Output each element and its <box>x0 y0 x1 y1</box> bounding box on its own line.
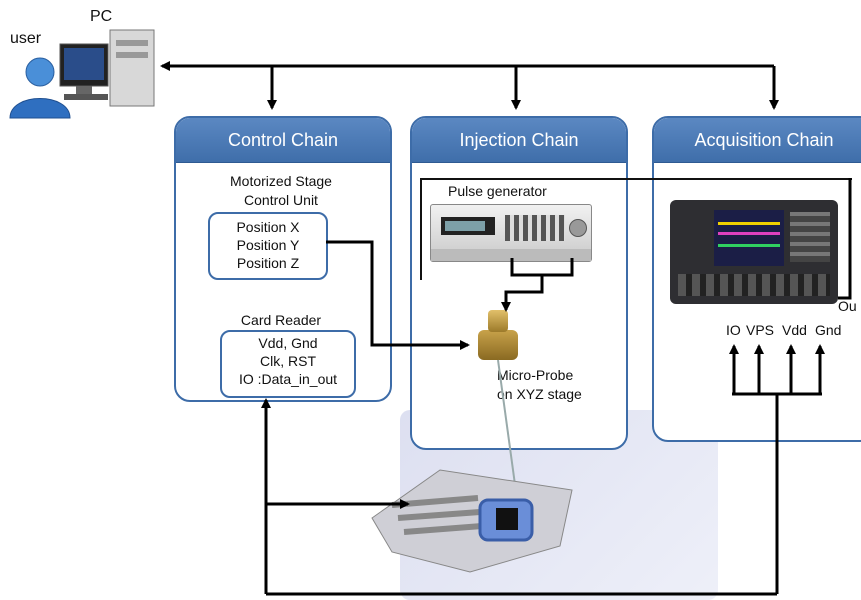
position-to-probe-line <box>326 240 470 350</box>
motorized-stage-label: Motorized Stage Control Unit <box>230 173 332 208</box>
card-line-io: IO :Data_in_out <box>238 371 338 387</box>
position-x: Position X <box>236 219 300 235</box>
card-line-clock: Clk, RST <box>260 353 316 369</box>
pin-vps-label: VPS <box>746 322 775 338</box>
chip-board <box>371 469 573 573</box>
pulse-generator-image <box>430 204 592 262</box>
acquisition-chain-title: Acquisition Chain <box>654 118 861 163</box>
out-label: Ou <box>838 298 857 314</box>
user-icon <box>9 57 71 119</box>
pc-icon <box>59 29 155 107</box>
pc-label: PC <box>90 8 113 25</box>
trigger-out-line <box>838 178 852 300</box>
injection-chain-title: Injection Chain <box>412 118 626 163</box>
card-reader-label: Card Reader <box>240 312 322 328</box>
pin-gnd-label: Gnd <box>815 322 842 338</box>
pulse-generator-frame <box>420 178 852 280</box>
pulse-to-probe-line <box>506 258 574 310</box>
position-box: Position X Position Y Position Z <box>208 212 328 280</box>
acquisition-to-chip-lines <box>261 344 825 596</box>
control-chain-title: Control Chain <box>176 118 390 163</box>
card-reader-box: Vdd, Gnd Clk, RST IO :Data_in_out <box>220 330 356 398</box>
pc-bus <box>160 61 779 110</box>
pin-vdd-label: Vdd <box>782 322 807 338</box>
card-line-power: Vdd, Gnd <box>258 335 318 351</box>
pulse-generator-label: Pulse generator <box>448 183 547 199</box>
user-label: user <box>10 30 42 47</box>
micro-probe-label: Micro-Probe on XYZ stage <box>497 367 582 402</box>
position-z: Position Z <box>236 255 300 271</box>
position-y: Position Y <box>236 237 300 253</box>
oscilloscope-image <box>670 200 838 304</box>
injection-chain-panel: Injection Chain <box>410 116 628 450</box>
pin-io-label: IO <box>726 322 741 338</box>
micro-probe-holder <box>478 330 518 360</box>
